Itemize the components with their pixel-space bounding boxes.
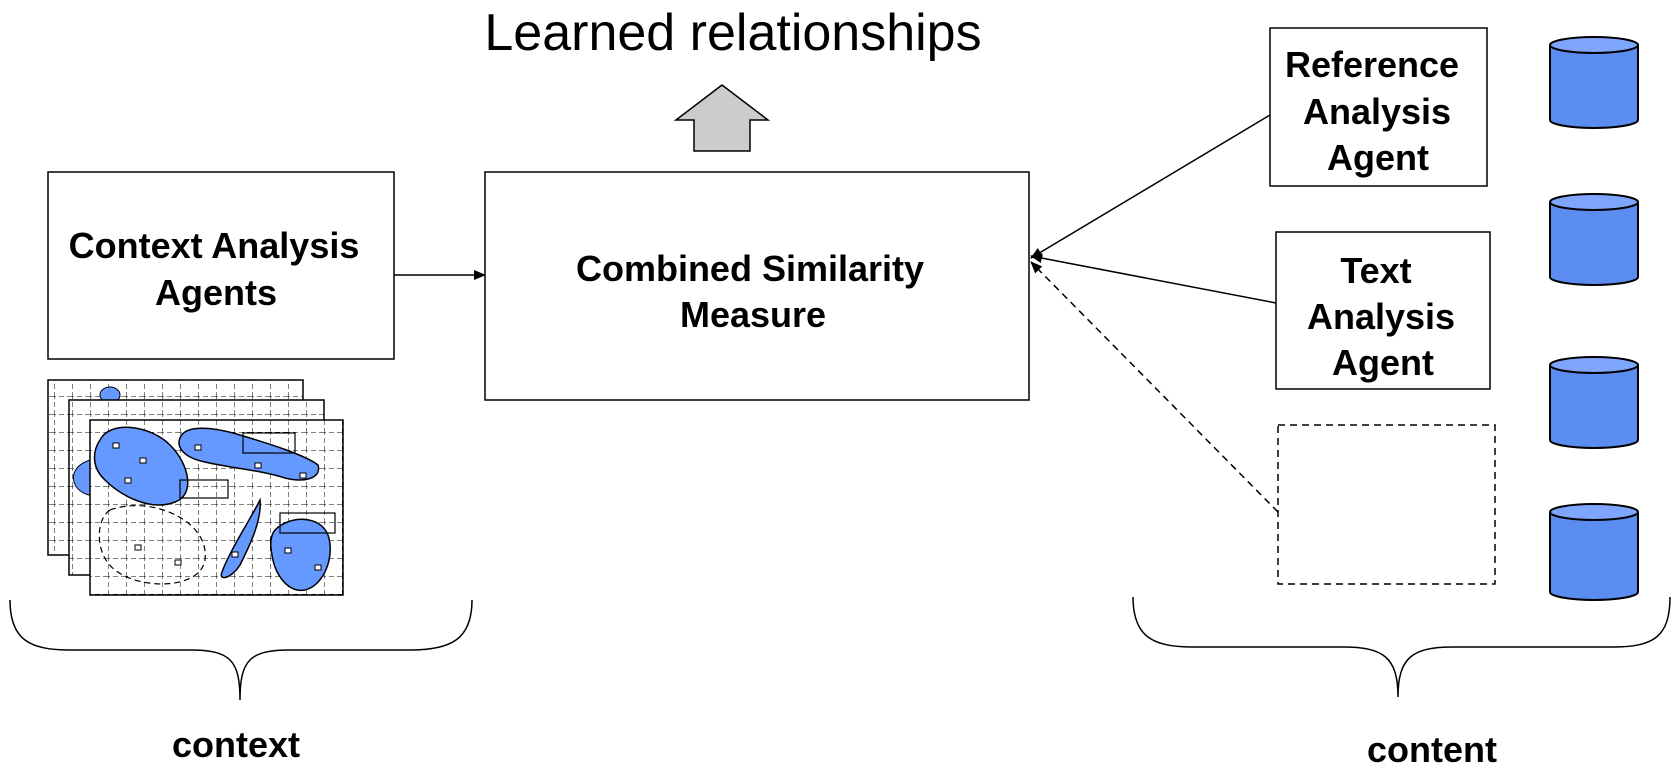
database-icon (1549, 356, 1639, 449)
context-agents-line1: Context Analysis (69, 225, 360, 266)
up-arrow-icon (673, 84, 771, 152)
combined-line2: Measure (680, 294, 826, 335)
text-agent-line2: Analysis (1307, 296, 1455, 337)
text-analysis-agent-box: Text Analysis Agent (1275, 231, 1491, 390)
reference-line3: Agent (1327, 137, 1429, 178)
context-label: context (172, 724, 300, 765)
content-brace (1132, 596, 1671, 698)
reference-line2: Analysis (1303, 91, 1451, 132)
diagram-title: Learned relationships (484, 4, 981, 62)
reference-line1: Reference (1285, 44, 1459, 85)
text-agent-line1: Text (1340, 250, 1411, 291)
database-icon (1549, 36, 1639, 129)
reference-analysis-agent-box: Reference Analysis Agent (1269, 27, 1488, 187)
reference-to-combined-line (1030, 114, 1271, 259)
text-agent-line3: Agent (1332, 342, 1434, 383)
content-label: content (1367, 729, 1497, 765)
combined-line1: Combined Similarity (576, 248, 924, 289)
database-icon (1549, 193, 1639, 286)
text-to-combined-line (1030, 253, 1277, 304)
placeholder-to-combined-line (1030, 261, 1279, 513)
combined-similarity-box: Combined Similarity Measure (484, 171, 1030, 401)
database-icon (1549, 503, 1639, 601)
placeholder-agent-box (1277, 424, 1496, 585)
context-brace (9, 599, 473, 701)
context-agents-line2: Agents (155, 272, 277, 313)
context-analysis-agents-box: Context Analysis Agents (47, 171, 395, 360)
map-stack-icon (47, 379, 344, 596)
